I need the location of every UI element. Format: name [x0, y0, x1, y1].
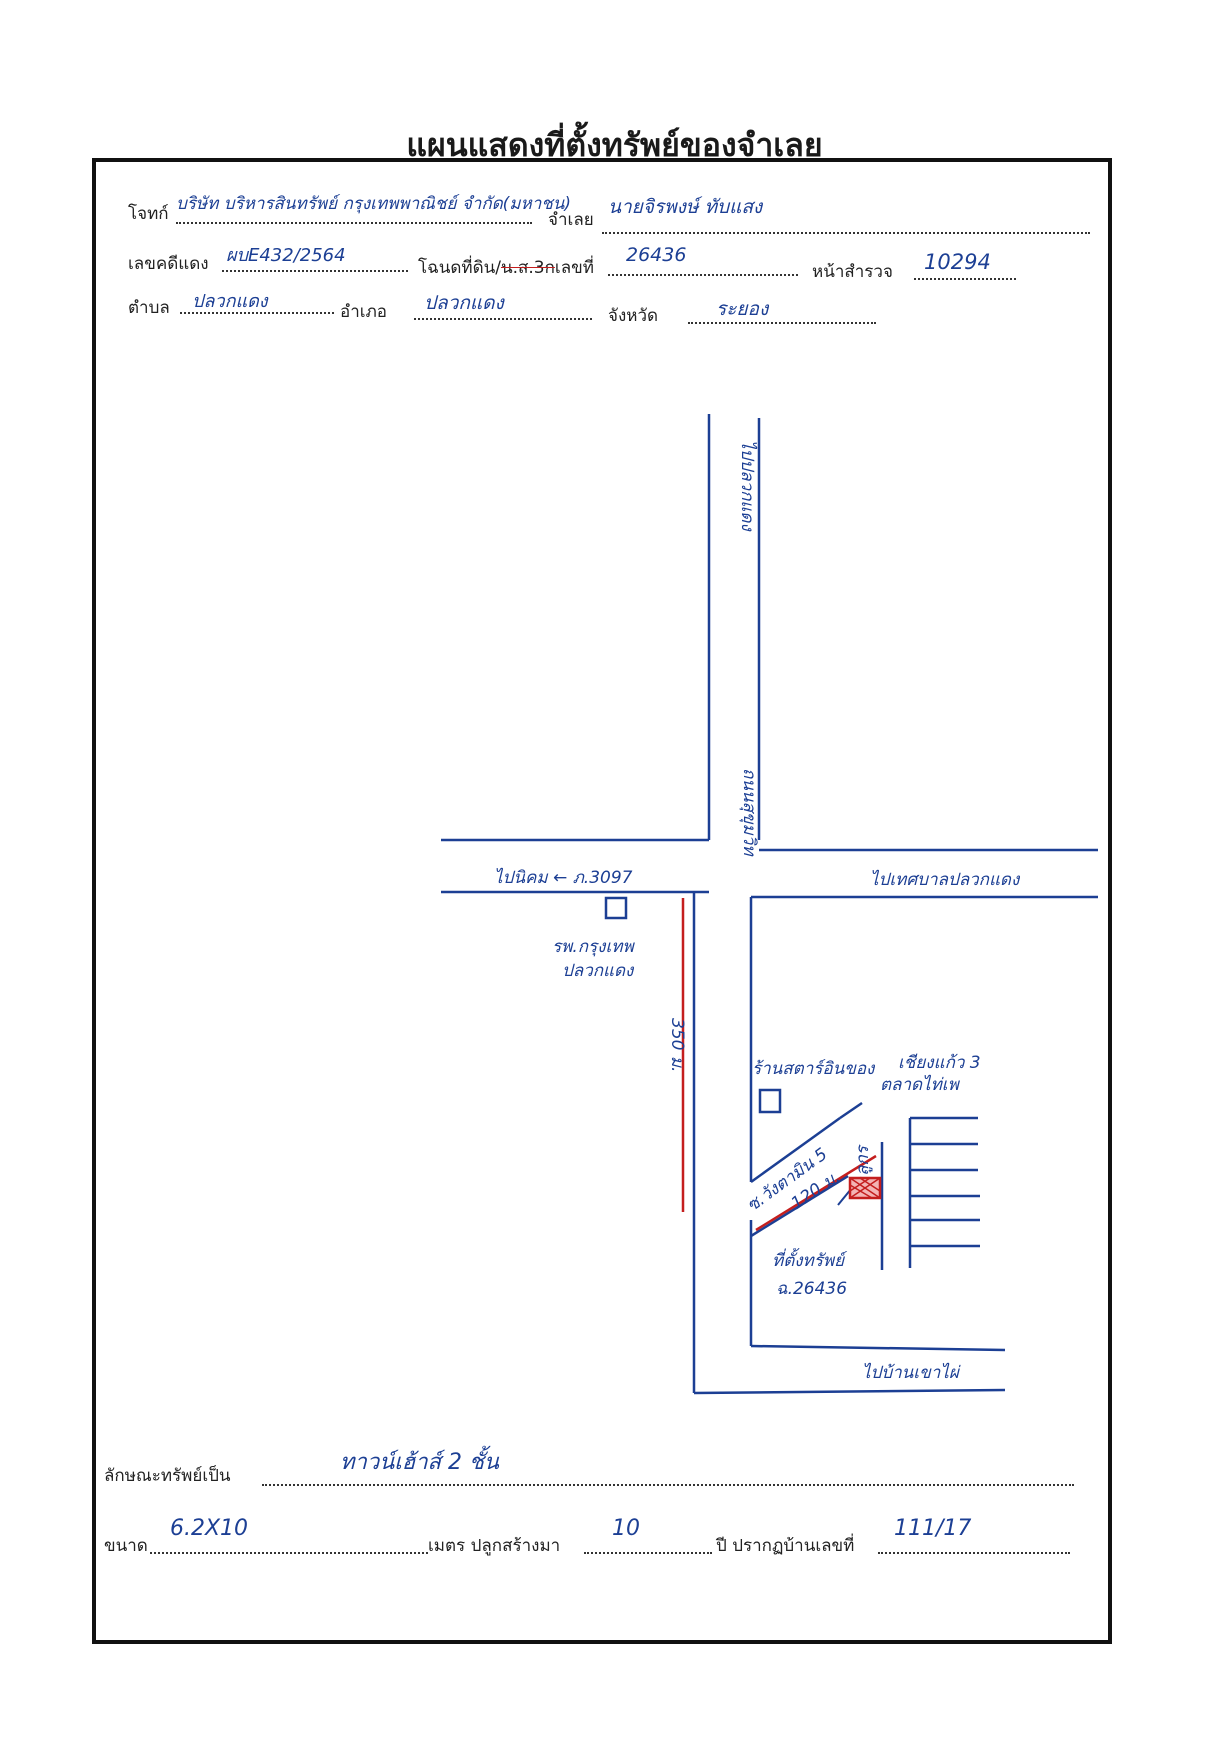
- survey-value: 10294: [924, 250, 991, 274]
- subdistrict-label: ตำบล: [128, 298, 170, 318]
- deed-value: 26436: [626, 244, 687, 266]
- distance-label: 350 ม.: [667, 1018, 687, 1072]
- property-side-label: ลูกร: [853, 1144, 873, 1176]
- district-label: อำเภอ: [340, 302, 387, 322]
- defendant-label: จำเลย: [548, 210, 594, 230]
- soi-red-line: [755, 1154, 877, 1232]
- defendant-dotted-line: [602, 232, 1090, 234]
- size-value: 6.2X10: [170, 1516, 249, 1541]
- size-label: ขนาด: [104, 1536, 148, 1556]
- soi-north-edge: [750, 1116, 841, 1184]
- east-road-label: ไปเทศบาลปลวกแดง: [870, 869, 1021, 890]
- plaintiff-value: บริษัท บริหารสินทรัพย์ กรุงเทพพาณิชย์ จำ…: [176, 194, 572, 214]
- case-dotted-line: [222, 270, 408, 272]
- soi-north-edge-end: [839, 1101, 863, 1120]
- shop-name: ร้านสตาร์อินของ: [752, 1059, 876, 1079]
- size-dotted-line: [150, 1552, 428, 1554]
- house-label: ปี ปรากฏบ้านเลขที่: [716, 1536, 855, 1556]
- house-value: 111/17: [894, 1516, 972, 1541]
- build-dotted-line: [584, 1552, 712, 1554]
- district-value: ปลวกแดง: [424, 292, 504, 314]
- document-frame: [92, 158, 1112, 1644]
- soi-south-edge: [750, 1174, 849, 1238]
- hospital-area: ปลวกแดง: [562, 961, 635, 981]
- case-label: เลขคดีแดง: [128, 254, 209, 274]
- province-dotted-line: [688, 322, 876, 324]
- southeast-road-north-edge: [750, 1344, 1006, 1352]
- deed-label-struck: น.ส.3ก: [500, 258, 555, 278]
- survey-label: หน้าสำรวจ: [812, 262, 893, 282]
- province-value: ระยอง: [716, 298, 769, 320]
- shop-name-3: ตลาดไท่เพ: [880, 1074, 961, 1095]
- house-dotted-line: [878, 1552, 1070, 1554]
- case-value: ผบE432/2564: [226, 245, 346, 266]
- shop-name-2: เชียงแก้ว 3: [898, 1053, 981, 1073]
- district-dotted-line: [414, 318, 592, 320]
- deed-label-suffix: เลขที่: [554, 258, 594, 278]
- property-type-label: ลักษณะทรัพย์เป็น: [104, 1466, 231, 1486]
- deed-label: โฉนดที่ดิน/น.ส.3กเลขที่: [418, 254, 594, 281]
- defendant-value: นายจิรพงษ์ ทับแสง: [608, 196, 763, 218]
- main-road-name: ถนนสุขุมวิท: [739, 768, 759, 857]
- west-road-label: ไปนิคม ← ภ.3097: [494, 867, 633, 888]
- plaintiff-dotted-line: [176, 222, 532, 224]
- hospital-name: รพ.กรุงเทพ: [552, 937, 635, 957]
- property-note: ที่ตั้งทรัพย์: [772, 1247, 848, 1271]
- survey-dotted-line: [914, 278, 1016, 280]
- deed-dotted-line: [608, 274, 798, 276]
- shop-marker: [758, 1088, 782, 1114]
- subdistrict-value: ปลวกแดง: [192, 291, 268, 312]
- property-type-value: ทาวน์เฮ้าส์ 2 ชั้น: [340, 1450, 499, 1475]
- plaintiff-label: โจทก์: [128, 204, 169, 224]
- build-value: 10: [612, 1516, 640, 1541]
- property-deed-number: ฉ.26436: [776, 1279, 847, 1299]
- property-type-dotted-line: [262, 1484, 1074, 1486]
- deed-label-prefix: โฉนดที่ดิน/: [418, 258, 501, 278]
- southeast-road-south-edge: [693, 1388, 1006, 1395]
- province-label: จังหวัด: [608, 306, 659, 326]
- north-road-label: ไปปลวกแดง: [737, 440, 758, 532]
- hospital-marker: [604, 896, 628, 920]
- southeast-road-label: ไปบ้านเขาไผ่: [862, 1362, 961, 1383]
- build-label: เมตร ปลูกสร้างมา: [428, 1536, 561, 1556]
- page-title: แผนแสดงที่ตั้งทรัพย์ของจำเลย: [406, 126, 823, 164]
- subdistrict-dotted-line: [180, 312, 334, 314]
